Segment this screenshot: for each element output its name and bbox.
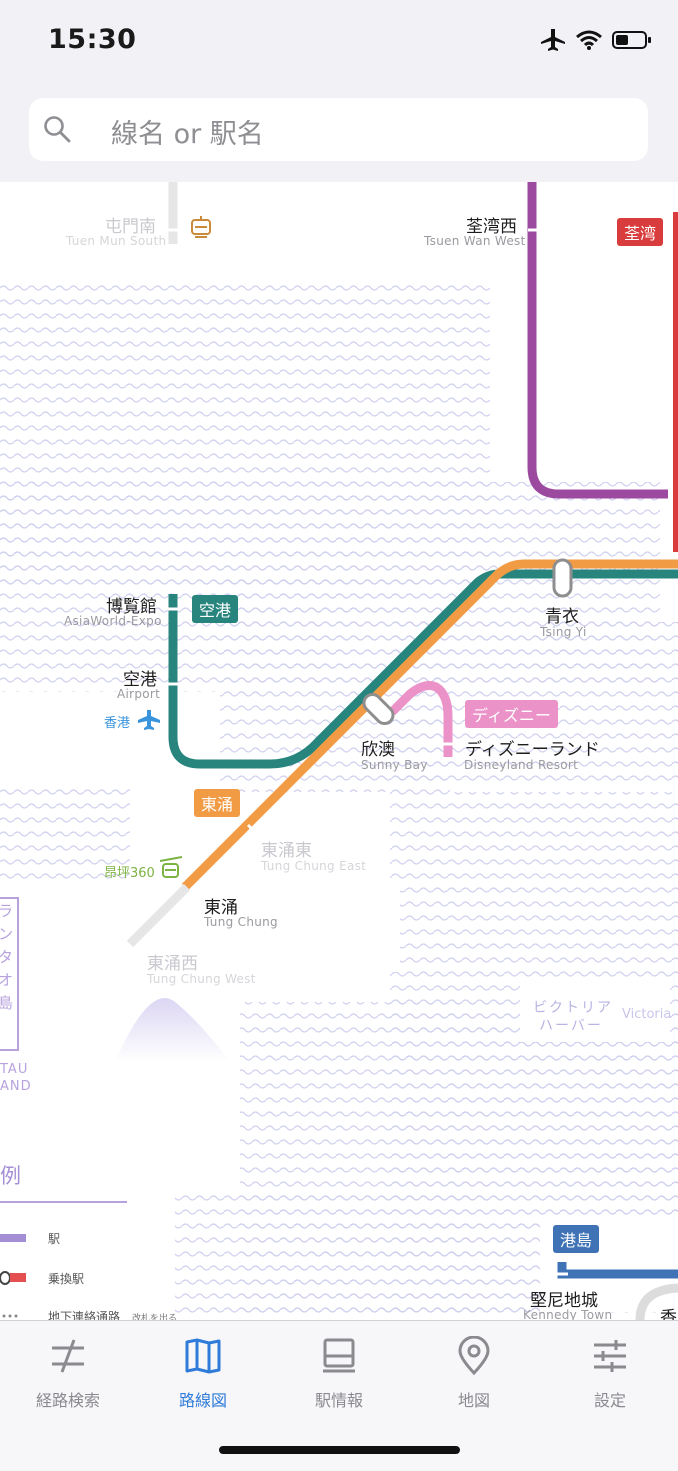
route-search-icon	[8, 1335, 128, 1377]
hk-station-arc	[635, 1283, 678, 1320]
tab-label: 設定	[593, 1391, 626, 1410]
airport-express-badge[interactable]: 空港	[192, 595, 239, 623]
station-tung-chung-en: Tung Chung	[204, 915, 278, 929]
legend-note: 改札を出る	[132, 1314, 178, 1320]
island-line-badge[interactable]: 港島	[553, 1225, 600, 1253]
tung-chung-tick	[246, 823, 258, 835]
search-placeholder: 線名 or 駅名	[111, 119, 264, 150]
battery-icon	[612, 30, 652, 54]
lantau-jp-label: ラ ン タ オ 島	[0, 902, 14, 1012]
station-kennedy-town-en: Kennedy Town	[523, 1308, 613, 1320]
station-tsuen-wan-west-jp[interactable]: 荃湾西	[466, 217, 517, 237]
status-time: 15:30	[48, 24, 137, 55]
station-tung-chung-east-jp[interactable]: 東涌東	[261, 841, 312, 861]
route-map-canvas	[0, 182, 678, 1320]
station-tsing-yi-jp[interactable]: 青衣	[545, 607, 579, 627]
tung-chung-extension	[126, 883, 191, 948]
station-asiaworld-expo-en: AsiaWorld-Expo	[64, 614, 162, 628]
legend-title: 例	[0, 1164, 21, 1188]
tab-map[interactable]: 地図	[414, 1335, 534, 1411]
lantau-en-label-1: TAU	[0, 1062, 29, 1077]
station-sunny-bay-jp[interactable]: 欣澳	[361, 740, 395, 760]
settings-sliders-icon	[550, 1335, 670, 1377]
tab-bar: 経路検索 路線図 駅情報 地図 設定	[0, 1320, 678, 1471]
tab-label: 地図	[457, 1391, 490, 1410]
tab-station-info[interactable]: 駅情報	[279, 1335, 399, 1411]
station-partial-label[interactable]: 香	[660, 1308, 677, 1320]
ngong-ping-label: 昂坪360	[104, 866, 155, 881]
route-map[interactable]: 荃湾 空港 ディズニー 東涌 港島 屯門南 Tuen Mun South 荃湾西…	[0, 182, 678, 1320]
map-book-icon	[143, 1335, 263, 1377]
light-rail-icon	[191, 216, 211, 238]
tab-label: 路線図	[178, 1391, 227, 1410]
victoria-harbour-en: Victoria	[622, 1007, 672, 1022]
wifi-icon	[576, 30, 602, 54]
disneyland-line-badge[interactable]: ディズニー	[465, 700, 558, 728]
victoria-harbour-jp-1: ビクトリア	[533, 1000, 613, 1016]
status-icons	[540, 28, 652, 56]
legend	[0, 1201, 127, 1318]
station-kennedy-town-jp[interactable]: 堅尼地城	[530, 1291, 598, 1311]
location-pin-icon	[414, 1335, 534, 1377]
status-bar: 15:30	[0, 0, 678, 90]
airport-plane-icon	[138, 710, 160, 730]
airplane-icon	[540, 28, 566, 56]
airport-express-line	[168, 569, 678, 769]
victoria-harbour-jp-2: ハーバー	[539, 1018, 603, 1034]
station-tuen-mun-south-en: Tuen Mun South	[66, 234, 167, 248]
search-input[interactable]: 線名 or 駅名	[29, 98, 648, 161]
tab-settings[interactable]: 設定	[550, 1335, 670, 1411]
airport-hk-label: 香港	[104, 716, 131, 731]
legend-item-interchange: 乗換駅	[48, 1272, 85, 1286]
station-tung-chung-east-en: Tung Chung East	[261, 859, 367, 873]
sunny-bay-interchange	[362, 692, 395, 726]
station-tung-chung-jp[interactable]: 東涌	[204, 898, 238, 918]
tab-route-search[interactable]: 経路検索	[8, 1335, 128, 1411]
mountain-shape	[115, 998, 230, 1062]
station-airport-jp[interactable]: 空港	[123, 670, 157, 690]
tab-label: 経路検索	[35, 1391, 100, 1410]
station-tsing-yi-en: Tsing Yi	[540, 625, 587, 639]
search-icon	[43, 115, 71, 147]
tung-chung-line	[181, 559, 678, 891]
tuen-ma-line	[527, 182, 668, 499]
cable-car-icon	[159, 856, 183, 878]
home-indicator[interactable]	[219, 1446, 460, 1454]
tsuen-wan-line-badge[interactable]: 荃湾	[617, 218, 664, 246]
station-tuen-mun-south-jp[interactable]: 屯門南	[105, 217, 156, 237]
station-disneyland-resort-en: Disneyland Resort	[464, 758, 579, 772]
tab-route-map[interactable]: 路線図	[143, 1335, 263, 1411]
station-airport-en: Airport	[117, 687, 161, 701]
tung-chung-line-badge[interactable]: 東涌	[194, 789, 241, 817]
station-tsuen-wan-west-en: Tsuen Wan West	[424, 234, 526, 248]
legend-item-underground-passage: 地下連絡通路	[48, 1310, 121, 1320]
station-disneyland-resort-jp[interactable]: ディズニーランド	[465, 740, 600, 760]
tab-label: 駅情報	[314, 1391, 363, 1410]
lantau-label-box	[0, 897, 19, 1051]
water-area	[0, 282, 678, 1320]
legend-item-station: 駅	[48, 1232, 61, 1246]
station-sunny-bay-en: Sunny Bay	[361, 758, 428, 772]
disneyland-line	[388, 681, 453, 757]
search-bar-area: 線名 or 駅名	[0, 90, 678, 183]
station-tung-chung-west-jp[interactable]: 東涌西	[147, 954, 198, 974]
lantau-en-label-2: AND	[0, 1079, 32, 1094]
station-asiaworld-expo-jp[interactable]: 博覧館	[106, 597, 157, 617]
station-info-icon	[279, 1335, 399, 1377]
station-tung-chung-west-en: Tung Chung West	[147, 972, 256, 986]
tsing-yi-interchange	[552, 558, 573, 598]
